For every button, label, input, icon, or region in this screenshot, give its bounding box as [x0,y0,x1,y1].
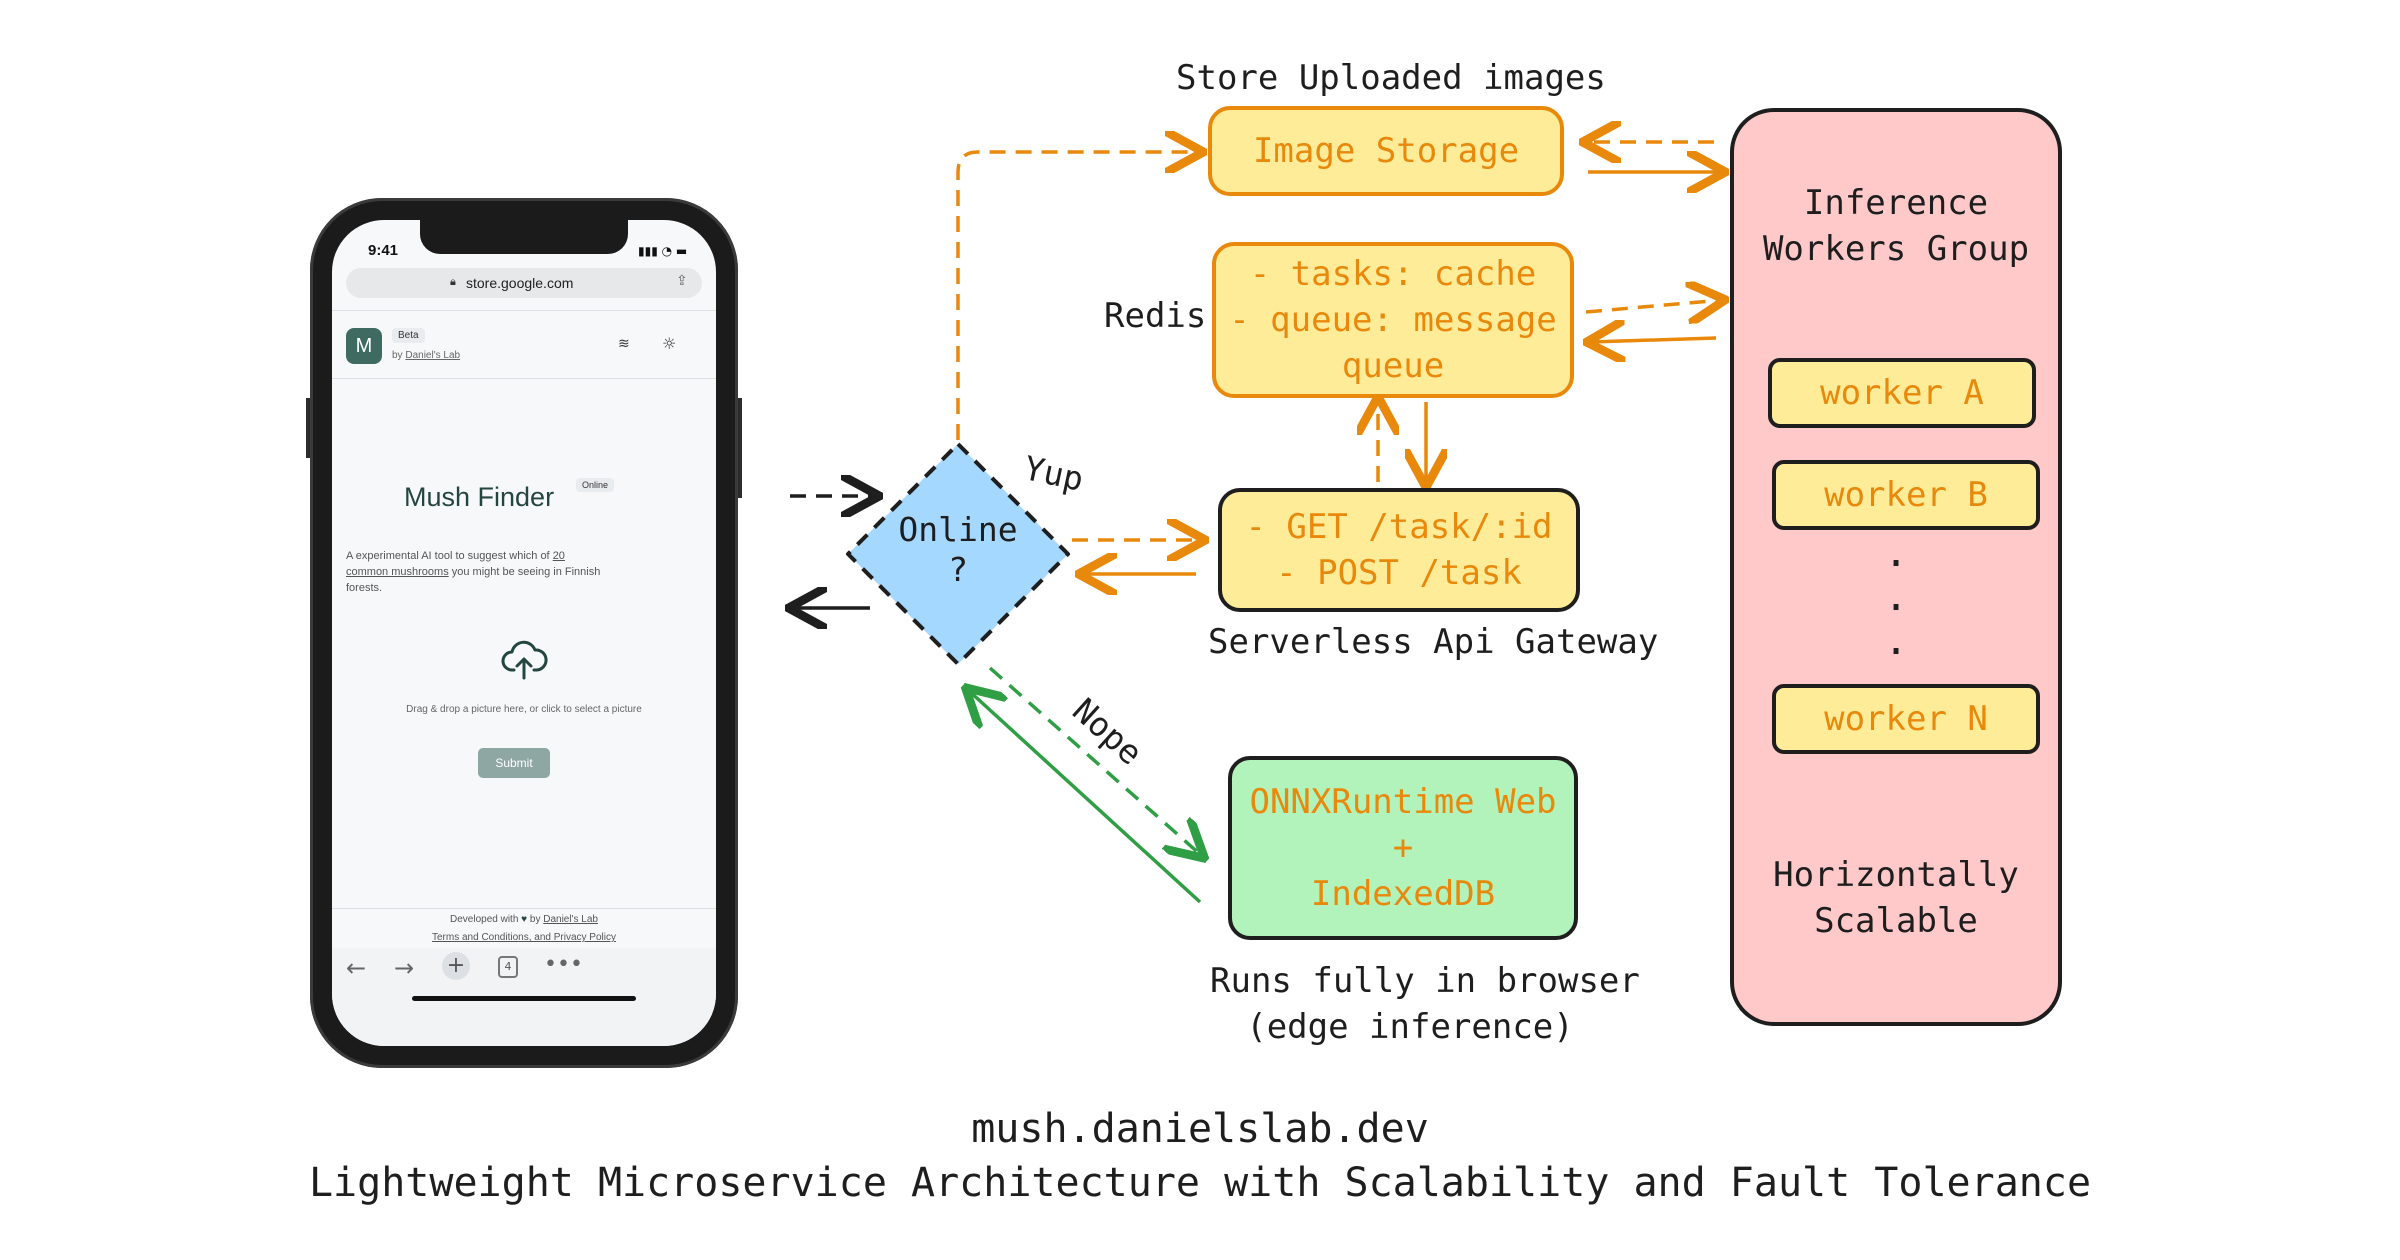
workers-group-box: Inference Workers Group worker A worker … [1730,108,2062,1026]
page-subtitle: Lightweight Microservice Architecture wi… [308,1160,2092,1206]
online-badge: Online [576,478,615,492]
redis-line-3: queue [1341,346,1445,386]
api-line-2: - POST /task [1276,553,1522,593]
onnx-line-2: + [1392,828,1414,868]
decision-label: Online ? [878,510,1038,590]
status-time: 9:41 [368,242,399,259]
browser-caption-2: (edge inference) [1246,1007,1574,1047]
power-button [738,398,742,498]
api-line-1: - GET /task/:id [1245,507,1553,547]
upload-arrow [956,152,1200,440]
share-icon[interactable]: ⇪ [676,273,688,289]
workers-ellipsis: · · · [1734,542,2058,674]
footer-link[interactable]: Daniel's Lab [543,914,598,925]
by-label: by Daniel's Lab [392,350,460,361]
ellipsis-dot-1: · [1883,541,1909,587]
image-storage-box: Image Storage [1208,106,1564,196]
onnx-box: ONNXRuntime Web + IndexedDB [1228,756,1578,940]
image-storage-label: Image Storage [1252,131,1520,171]
worker-n-label: worker N [1824,699,1988,739]
more-icon[interactable]: ••• [544,952,583,977]
site-domain: mush.danielslab.dev [971,1106,1429,1152]
browser-caption: Runs fully in browser (edge inference) [1210,958,1640,1050]
ellipsis-dot-3: · [1883,629,1909,675]
desc-text-2: you might be seeing in Finnish [451,566,601,578]
app-logo: M [346,328,382,364]
tabs-count-icon[interactable]: 4 [498,956,518,978]
desc-link-mushrooms[interactable]: common mushrooms [346,566,449,578]
footer-dev-text: Developed with [450,914,519,925]
app-description: A experimental AI tool to suggest which … [346,548,600,596]
by-link[interactable]: Daniel's Lab [405,350,461,361]
workers-caption-2: Scalable [1814,901,1978,941]
lock-icon: 🔒︎ [450,275,456,288]
redis-line-2: - queue: message [1229,300,1557,340]
header-divider [332,310,716,311]
onnx-line-3: IndexedDB [1310,874,1496,914]
beta-badge: Beta [392,328,425,343]
forward-icon[interactable]: → [394,954,415,982]
footer-terms-link[interactable]: Terms and Conditions, and Privacy Policy [432,932,616,943]
dropzone[interactable]: Drag & drop a picture here, or click to … [332,638,716,758]
footer-divider [332,908,716,909]
appbar-divider [332,378,716,379]
image-storage-caption: Store Uploaded images [1176,58,1606,98]
home-indicator [412,996,636,1001]
redis-to-workers-arrow [1585,300,1722,312]
desc-text-1: A experimental AI tool to suggest which … [346,550,550,562]
signal-icon: ▮▮▮ ◔ ▬ [638,244,688,258]
desc-link-20[interactable]: 20 [552,550,565,562]
redis-line-1: - tasks: cache [1249,254,1537,294]
workers-to-redis-arrow [1590,338,1717,342]
redis-box: - tasks: cache - queue: message queue [1212,242,1574,398]
workers-caption: Horizontally Scalable [1734,852,2058,944]
ellipsis-dot-2: · [1883,585,1909,631]
desc-text-3: forests. [346,582,383,594]
worker-a-label: worker A [1820,373,1984,413]
theme-toggle-icon[interactable]: ☼ [662,334,677,353]
api-gateway-box: - GET /task/:id - POST /task [1218,488,1580,612]
phone-mockup: 9:41 ▮▮▮ ◔ ▬ 🔒︎ store.google.com ⇪ M Bet… [306,198,742,1068]
url-bar[interactable]: 🔒︎ store.google.com ⇪ [346,268,702,298]
new-tab-icon[interactable]: + [442,952,470,980]
decision-line-2: ? [948,550,968,589]
by-text: by [392,350,403,361]
heart-icon: ♥ [521,914,528,925]
upload-cloud-icon [501,640,548,680]
worker-n-box: worker N [1772,684,2040,754]
onnx-to-decision-arrow [968,690,1202,904]
decision-line-1: Online [898,510,1018,549]
decision-to-onnx-arrow [988,666,1202,856]
wifi-icon[interactable]: ≋ [618,336,630,352]
worker-a-box: worker A [1768,358,2036,428]
api-gateway-caption: Serverless Api Gateway [1208,622,1659,662]
submit-button[interactable]: Submit [478,748,550,778]
redis-label: Redis [1104,296,1207,336]
browser-caption-1: Runs fully in browser [1210,961,1640,1001]
workers-title-2: Workers Group [1762,229,2030,269]
decision-diamond [846,442,1070,666]
footer-by-text: by [529,914,541,925]
url-text: store.google.com [466,275,574,291]
phone-notch [420,220,628,254]
footer-developed: Developed with ♥ by Daniel's Lab [332,914,716,925]
browser-toolbar: ← → + 4 ••• [332,948,716,1046]
workers-caption-1: Horizontally [1773,855,2019,895]
onnx-line-1: ONNXRuntime Web [1249,782,1557,822]
worker-b-label: worker B [1824,475,1988,515]
workers-title: Inference Workers Group [1734,180,2058,272]
worker-b-box: worker B [1772,460,2040,530]
volume-button [306,398,310,458]
back-icon[interactable]: ← [346,954,367,982]
workers-title-1: Inference [1803,183,1989,223]
phone-screen: 9:41 ▮▮▮ ◔ ▬ 🔒︎ store.google.com ⇪ M Bet… [332,220,716,1046]
app-title: Mush Finder [404,482,555,512]
dropzone-text: Drag & drop a picture here, or click to … [406,704,642,715]
